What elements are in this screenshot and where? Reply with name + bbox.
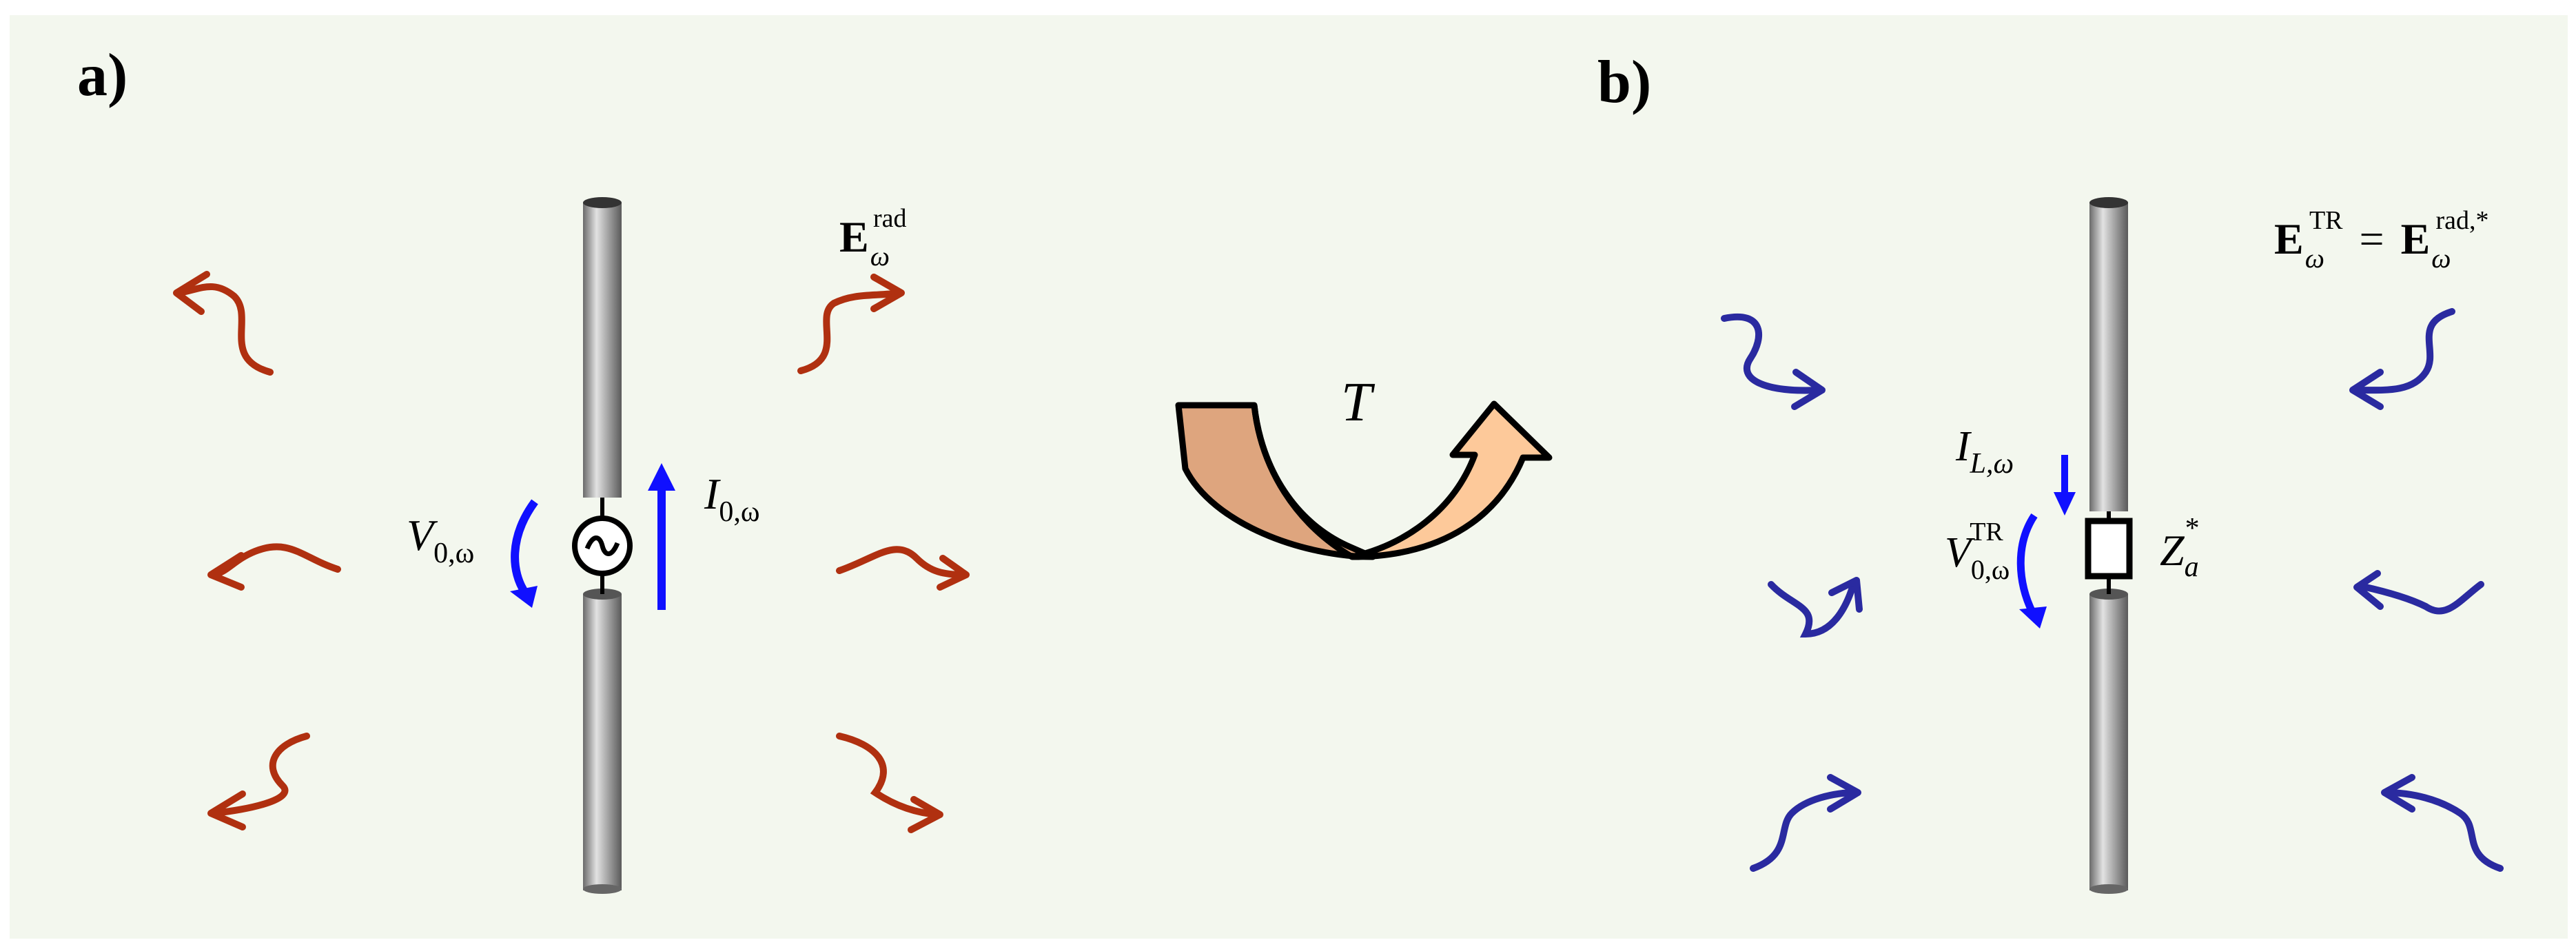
wave-arrow	[207, 733, 310, 830]
panel-b-label: b)	[1597, 49, 1651, 116]
operator-label: T	[1341, 372, 1376, 433]
dipole-antenna-b	[2085, 197, 2133, 894]
wave-arrow	[1750, 774, 1861, 872]
voltage-label-a: V0,ω	[407, 511, 474, 569]
voltage-label-b: V0,ωTR	[1945, 518, 2010, 585]
wave-arrow	[797, 274, 905, 374]
wave-arrow	[207, 543, 341, 591]
current-arrow-a	[648, 463, 675, 610]
panel-a-label: a)	[77, 42, 127, 109]
panel-a: V0,ω I0,ω Eωrad	[173, 197, 970, 894]
voltage-arrow-b	[2016, 513, 2047, 629]
time-reversed-field-equation: EωTR=Eωrad,*	[2274, 206, 2489, 274]
wave-arrow	[2349, 308, 2455, 410]
wave-arrow	[836, 733, 943, 833]
lower-dipole-arm	[583, 594, 622, 890]
upper-dipole-arm	[583, 203, 622, 498]
wave-arrow	[2381, 774, 2504, 872]
impedance-box-icon	[2085, 518, 2133, 580]
voltage-arrow-a	[510, 499, 538, 608]
current-label-b: IL,ω	[1955, 423, 2014, 480]
upper-arm-cap	[583, 197, 622, 208]
time-reversal-operator: T	[1175, 372, 1553, 560]
wave-arrow	[2353, 570, 2484, 615]
wave-arrow	[173, 271, 274, 376]
panel-b: IL,ω V0,ωTR Za* EωTR=Eωrad,*	[1721, 197, 2504, 894]
wave-arrow	[836, 546, 970, 591]
outgoing-waves-a	[173, 271, 970, 833]
ac-source-icon	[572, 516, 633, 576]
dipole-antenna-a	[572, 197, 633, 894]
incoming-waves-b	[1721, 308, 2504, 872]
current-arrow-b	[2054, 455, 2076, 516]
load-impedance-label: Za*	[2160, 513, 2200, 583]
time-reversal-arrow-icon	[1175, 400, 1553, 560]
wave-arrow	[1768, 577, 1863, 638]
wave-arrow	[1721, 314, 1826, 410]
radiated-field-label: Eωrad	[839, 204, 906, 272]
lower-dipole-arm	[2089, 594, 2128, 890]
upper-dipole-arm	[2089, 203, 2128, 511]
figure-background	[10, 15, 2568, 939]
current-label-a: I0,ω	[704, 469, 759, 528]
